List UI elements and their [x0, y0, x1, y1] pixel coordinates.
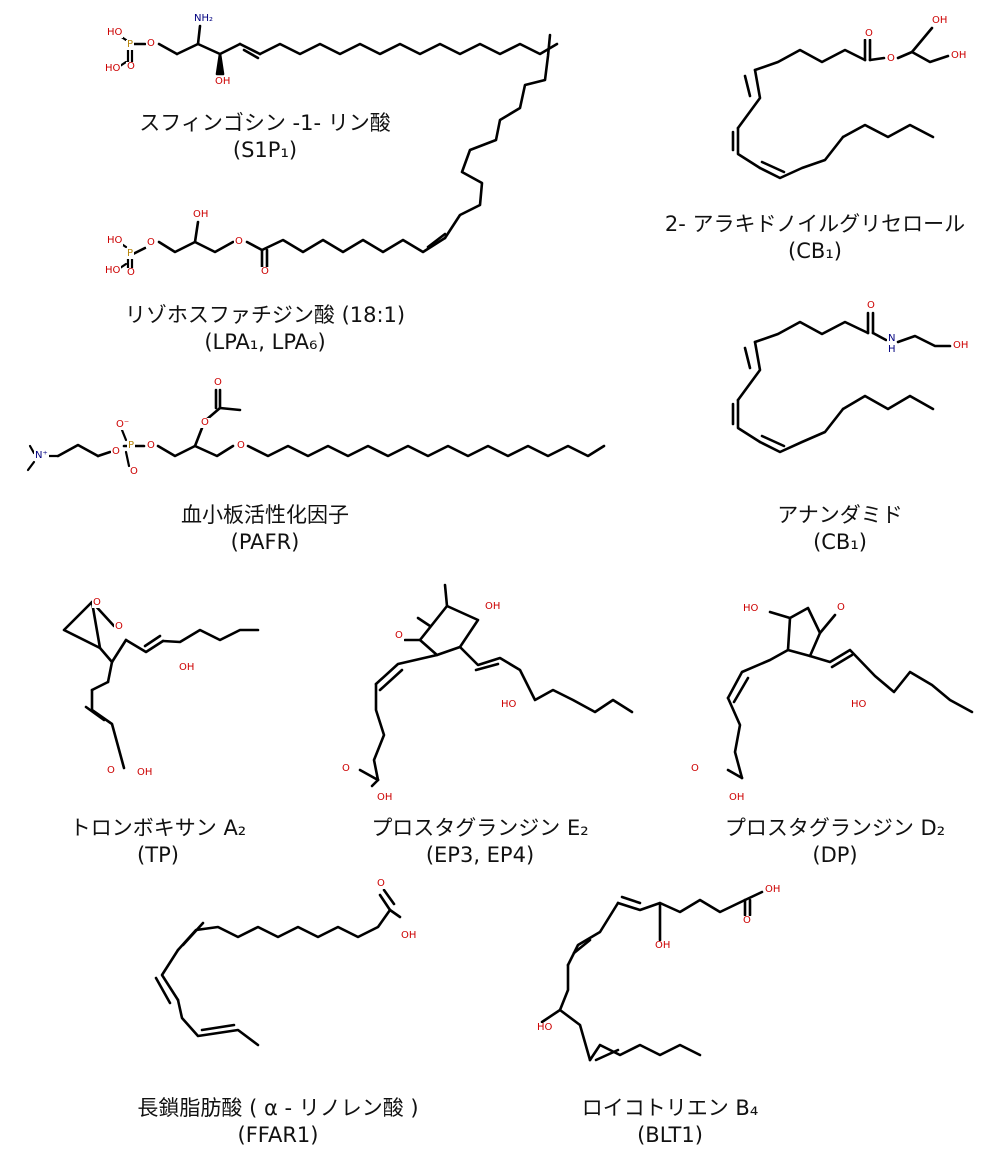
- atom-label-s1p-ho-bottom: HO: [104, 63, 122, 74]
- atom-label-2ag-o-carbonyl: O: [864, 28, 874, 39]
- atom-label-lpa-o-ester1: O: [146, 237, 156, 248]
- structure-pgd2: [726, 606, 974, 780]
- caption-txa2: トロンボキサン A₂ (TP): [70, 815, 246, 869]
- structure-2ag: [731, 26, 950, 180]
- atom-label-lpa-ho-top: HO: [106, 235, 124, 246]
- molecule-name: アナンダミド: [777, 503, 903, 527]
- caption-ala: 長鎖脂肪酸 ( α - リノレン酸 ) (FFAR1): [137, 1095, 418, 1149]
- atom-label-pgd2-ho-ring: HO: [742, 603, 760, 614]
- atom-label-pge2-oh-acid: OH: [376, 792, 394, 803]
- atom-label-paf-o-ester: O: [146, 440, 156, 451]
- caption-s1p: スフィンゴシン -1- リン酸 (S1P₁): [139, 110, 390, 164]
- structure-ltb4: [540, 890, 764, 1062]
- atom-label-paf-p: P: [127, 440, 136, 451]
- receptor-label: (EP3, EP4): [425, 843, 535, 867]
- atom-label-pge2-o-carbonyl: O: [341, 763, 351, 774]
- molecule-name: スフィンゴシン -1- リン酸: [139, 111, 391, 135]
- atom-label-lpa-oh: OH: [192, 209, 210, 220]
- structure-anandamide: [731, 311, 952, 454]
- molecule-name: プロスタグランジン E₂: [371, 816, 589, 840]
- atom-label-paf-o-minus: O⁻: [115, 419, 131, 430]
- atom-label-txa2-oh: OH: [178, 662, 196, 673]
- atom-label-ltb4-oh-acid: OH: [764, 884, 782, 895]
- atom-label-s1p-ho-top: HO: [106, 27, 124, 38]
- atom-label-2ag-oh-right: OH: [950, 50, 968, 61]
- atom-label-lpa-ho-bottom: HO: [104, 265, 122, 276]
- atom-label-txa2-o-carbonyl: O: [106, 765, 116, 776]
- atom-label-ala-oh: OH: [400, 930, 418, 941]
- atom-label-paf-o-carbonyl: O: [213, 377, 223, 388]
- caption-pge2: プロスタグランジン E₂ (EP3, EP4): [371, 815, 588, 869]
- structure-paf: [26, 388, 606, 472]
- atom-label-pgd2-oh-acid: OH: [728, 792, 746, 803]
- receptor-label: (LPA₁, LPA₆): [204, 330, 326, 354]
- caption-lpa: リゾホスファチジン酸 (18:1) (LPA₁, LPA₆): [125, 302, 405, 356]
- atom-label-paf-n-plus: N⁺: [34, 450, 49, 461]
- atom-label-s1p-p: P: [126, 39, 135, 50]
- molecule-name: 血小板活性化因子: [181, 503, 349, 527]
- atom-label-paf-o-choline: O: [111, 446, 121, 457]
- atom-label-ltb4-o-carbonyl: O: [742, 915, 752, 926]
- atom-label-pge2-ho: HO: [500, 699, 518, 710]
- molecule-name: ロイコトリエン B₄: [581, 1096, 759, 1120]
- structure-pge2: [358, 583, 634, 788]
- atom-label-aea-oh: OH: [952, 340, 970, 351]
- atom-label-ltb4-ho: HO: [536, 1022, 554, 1033]
- structure-s1p: [118, 24, 559, 76]
- atom-label-txa2-o-ring: O: [114, 621, 124, 632]
- atom-label-lpa-o-double: O: [126, 267, 136, 278]
- molecule-name: プロスタグランジン D₂: [724, 816, 946, 840]
- molecule-name: 2- アラキドノイルグリセロール: [664, 212, 966, 236]
- structure-txa2: [62, 600, 260, 770]
- atom-label-aea-o-carbonyl: O: [866, 300, 876, 311]
- receptor-label: (PAFR): [230, 530, 300, 554]
- atom-label-pge2-oh-ring: OH: [484, 601, 502, 612]
- receptor-label: (BLT1): [637, 1123, 703, 1147]
- molecule-name: トロンボキサン A₂: [69, 816, 247, 840]
- atom-label-paf-o-ether: O: [236, 440, 246, 451]
- caption-ltb4: ロイコトリエン B₄ (BLT1): [582, 1095, 759, 1149]
- atom-label-s1p-o-ester: O: [146, 38, 156, 49]
- atom-label-2ag-o-ester: O: [886, 53, 896, 64]
- atom-label-ala-o-carbonyl: O: [376, 878, 386, 889]
- molecule-name: リゾホスファチジン酸 (18:1): [124, 303, 406, 327]
- receptor-label: (FFAR1): [237, 1123, 319, 1147]
- atom-label-lpa-p: P: [126, 248, 135, 259]
- receptor-label: (CB₁): [788, 239, 842, 263]
- atom-label-pgd2-o-carbonyl: O: [690, 763, 700, 774]
- atom-label-lpa-o-ester2: O: [234, 236, 244, 247]
- atom-label-lpa-o-carbonyl: O: [260, 266, 270, 277]
- atom-label-txa2-oh-acid: OH: [136, 767, 154, 778]
- caption-paf: 血小板活性化因子 (PAFR): [181, 502, 349, 556]
- atom-label-paf-o-acetyl: O: [200, 417, 210, 428]
- receptor-label: (S1P₁): [232, 138, 298, 162]
- atom-label-txa2-o-epoxide: O: [92, 597, 102, 608]
- atom-label-aea-h: H: [887, 344, 897, 355]
- atom-label-aea-n: N: [887, 333, 897, 344]
- atom-label-paf-o-double: O: [129, 466, 139, 477]
- caption-anandamide: アナンダミド (CB₁): [777, 502, 903, 556]
- atom-label-pge2-o-ketone: O: [394, 630, 404, 641]
- atom-label-ltb4-oh-c5: OH: [654, 940, 672, 951]
- atom-label-s1p-nh2: NH₂: [193, 13, 215, 24]
- atom-label-2ag-oh-top: OH: [931, 15, 949, 26]
- caption-pgd2: プロスタグランジン D₂ (DP): [725, 815, 945, 869]
- receptor-label: (CB₁): [813, 530, 867, 554]
- atom-label-s1p-o-double: O: [126, 61, 136, 72]
- molecule-name: 長鎖脂肪酸 ( α - リノレン酸 ): [137, 1096, 419, 1120]
- receptor-label: (TP): [137, 843, 179, 867]
- caption-2ag: 2- アラキドノイルグリセロール (CB₁): [665, 211, 965, 265]
- receptor-label: (DP): [812, 843, 858, 867]
- atom-label-s1p-oh: OH: [214, 76, 232, 87]
- atom-label-pgd2-o-ketone: O: [836, 602, 846, 613]
- structure-ala: [154, 888, 402, 1047]
- atom-label-pgd2-ho: HO: [850, 699, 868, 710]
